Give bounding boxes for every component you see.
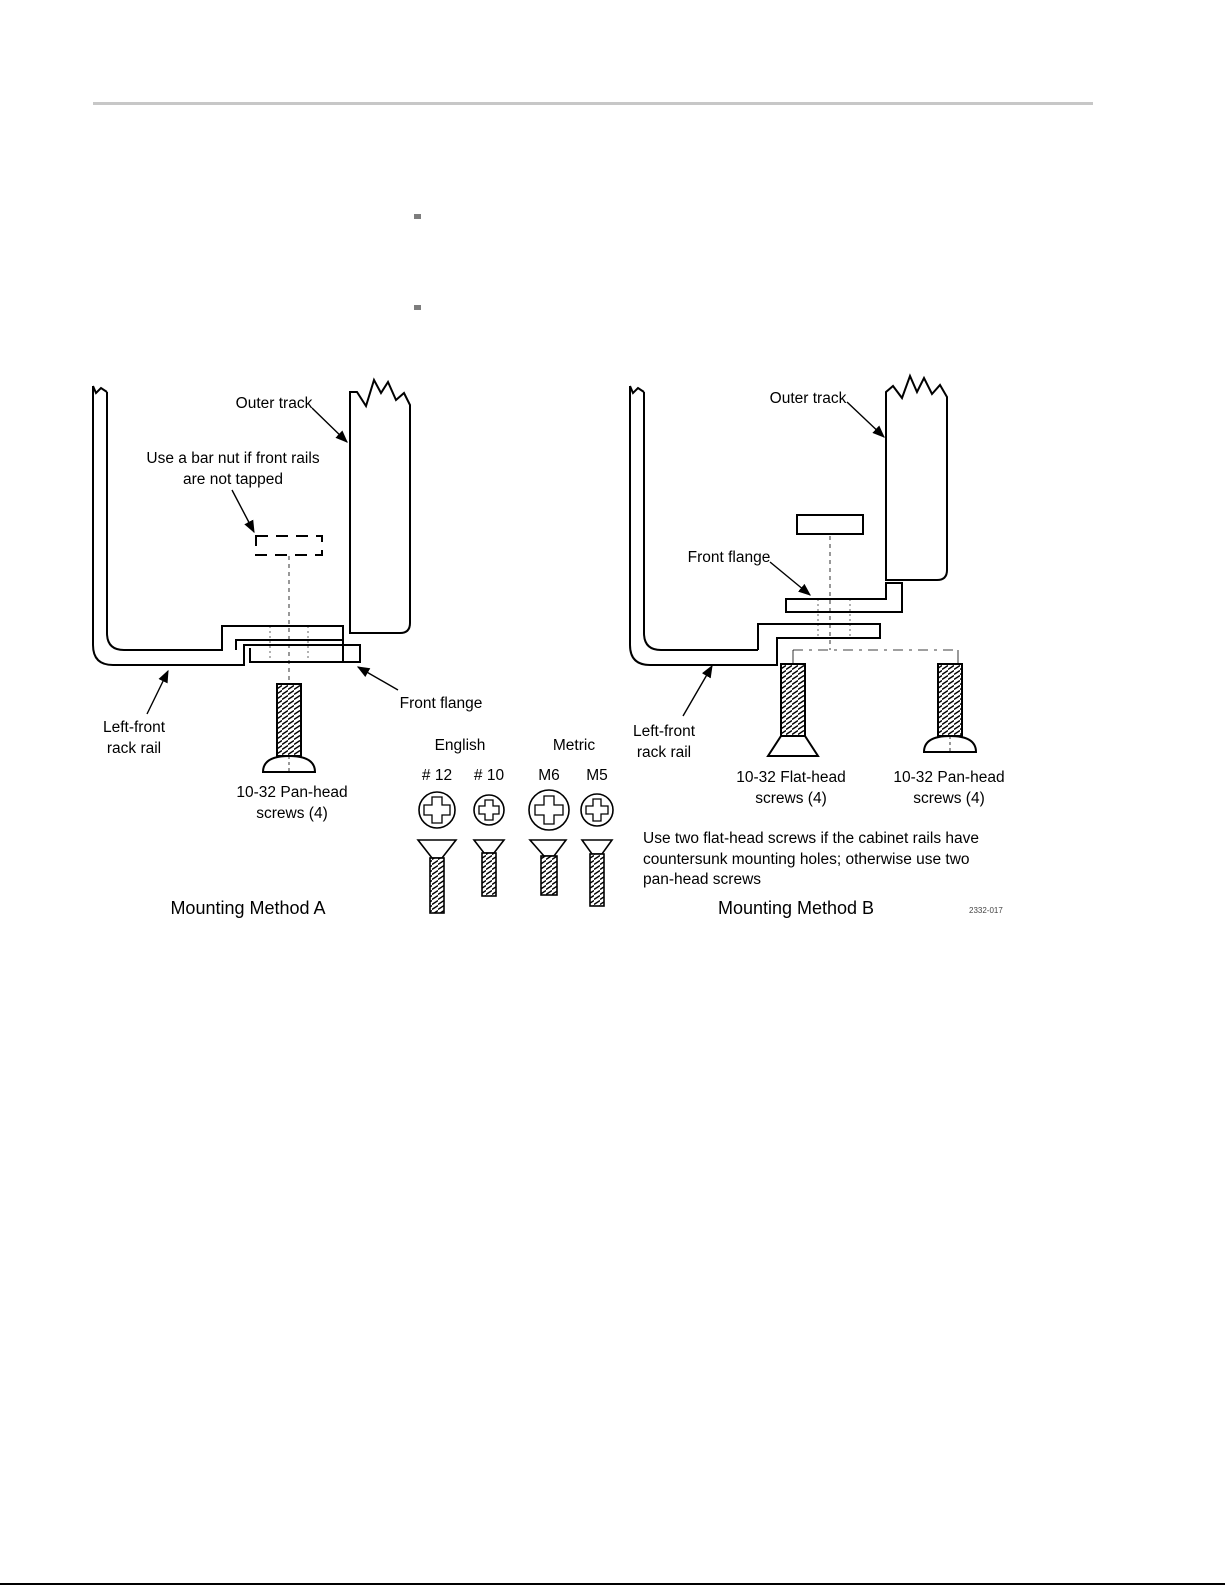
outer-track-label: Outer track bbox=[770, 390, 847, 407]
rack-rail-label: rack rail bbox=[107, 740, 161, 757]
bullet-marker bbox=[414, 305, 421, 310]
method-a-caption: Mounting Method A bbox=[170, 898, 325, 918]
pan-head-screw-label: 10-32 Pan-head bbox=[893, 769, 1004, 786]
method-b-leaders bbox=[682, 401, 885, 717]
bar-nut-label: Use a bar nut if front rails bbox=[146, 450, 319, 467]
flat-head-screw-label: 10-32 Flat-head bbox=[736, 769, 845, 786]
screw-m5-icon bbox=[580, 793, 614, 907]
front-flange-label: Front flange bbox=[400, 695, 483, 712]
screw-10-icon bbox=[472, 794, 506, 897]
header-rule bbox=[93, 102, 1093, 105]
pan-head-screw-label: screws (4) bbox=[913, 790, 984, 807]
pan-head-screw-label: 10-32 Pan-head bbox=[236, 784, 347, 801]
footer-rule bbox=[0, 1583, 1225, 1585]
screw-size-label: # 10 bbox=[474, 767, 505, 784]
rack-rail-label: rack rail bbox=[637, 744, 691, 761]
screw-12-icon bbox=[416, 791, 458, 914]
outer-track-label: Outer track bbox=[236, 395, 313, 412]
metric-heading: Metric bbox=[553, 737, 595, 754]
rack-rail-label: Left-front bbox=[633, 723, 696, 740]
screw-m6-icon bbox=[528, 789, 570, 896]
rack-rail-label: Left-front bbox=[103, 719, 166, 736]
bullet-marker bbox=[414, 214, 421, 219]
english-heading: English bbox=[435, 737, 486, 754]
screw-size-label: M5 bbox=[586, 767, 608, 784]
bar-nut-label: are not tapped bbox=[183, 471, 283, 488]
method-b-caption: Mounting Method B bbox=[718, 898, 874, 918]
method-a-leaders bbox=[146, 407, 399, 715]
screw-size-label: # 12 bbox=[422, 767, 452, 784]
method-b-drawing bbox=[629, 373, 978, 757]
screw-note: pan-head screws bbox=[643, 871, 761, 888]
screw-note: countersunk mounting holes; otherwise us… bbox=[643, 851, 970, 868]
screw-note: Use two flat-head screws if the cabinet … bbox=[643, 830, 979, 847]
screw-size-label: M6 bbox=[538, 767, 560, 784]
screw-size-drawings bbox=[416, 789, 614, 914]
pan-head-screw-label: screws (4) bbox=[256, 805, 327, 822]
front-flange-label: Front flange bbox=[688, 549, 771, 566]
method-a-drawing bbox=[92, 377, 411, 773]
figure-id: 2332-017 bbox=[969, 906, 1003, 915]
flat-head-screw-label: screws (4) bbox=[755, 790, 826, 807]
